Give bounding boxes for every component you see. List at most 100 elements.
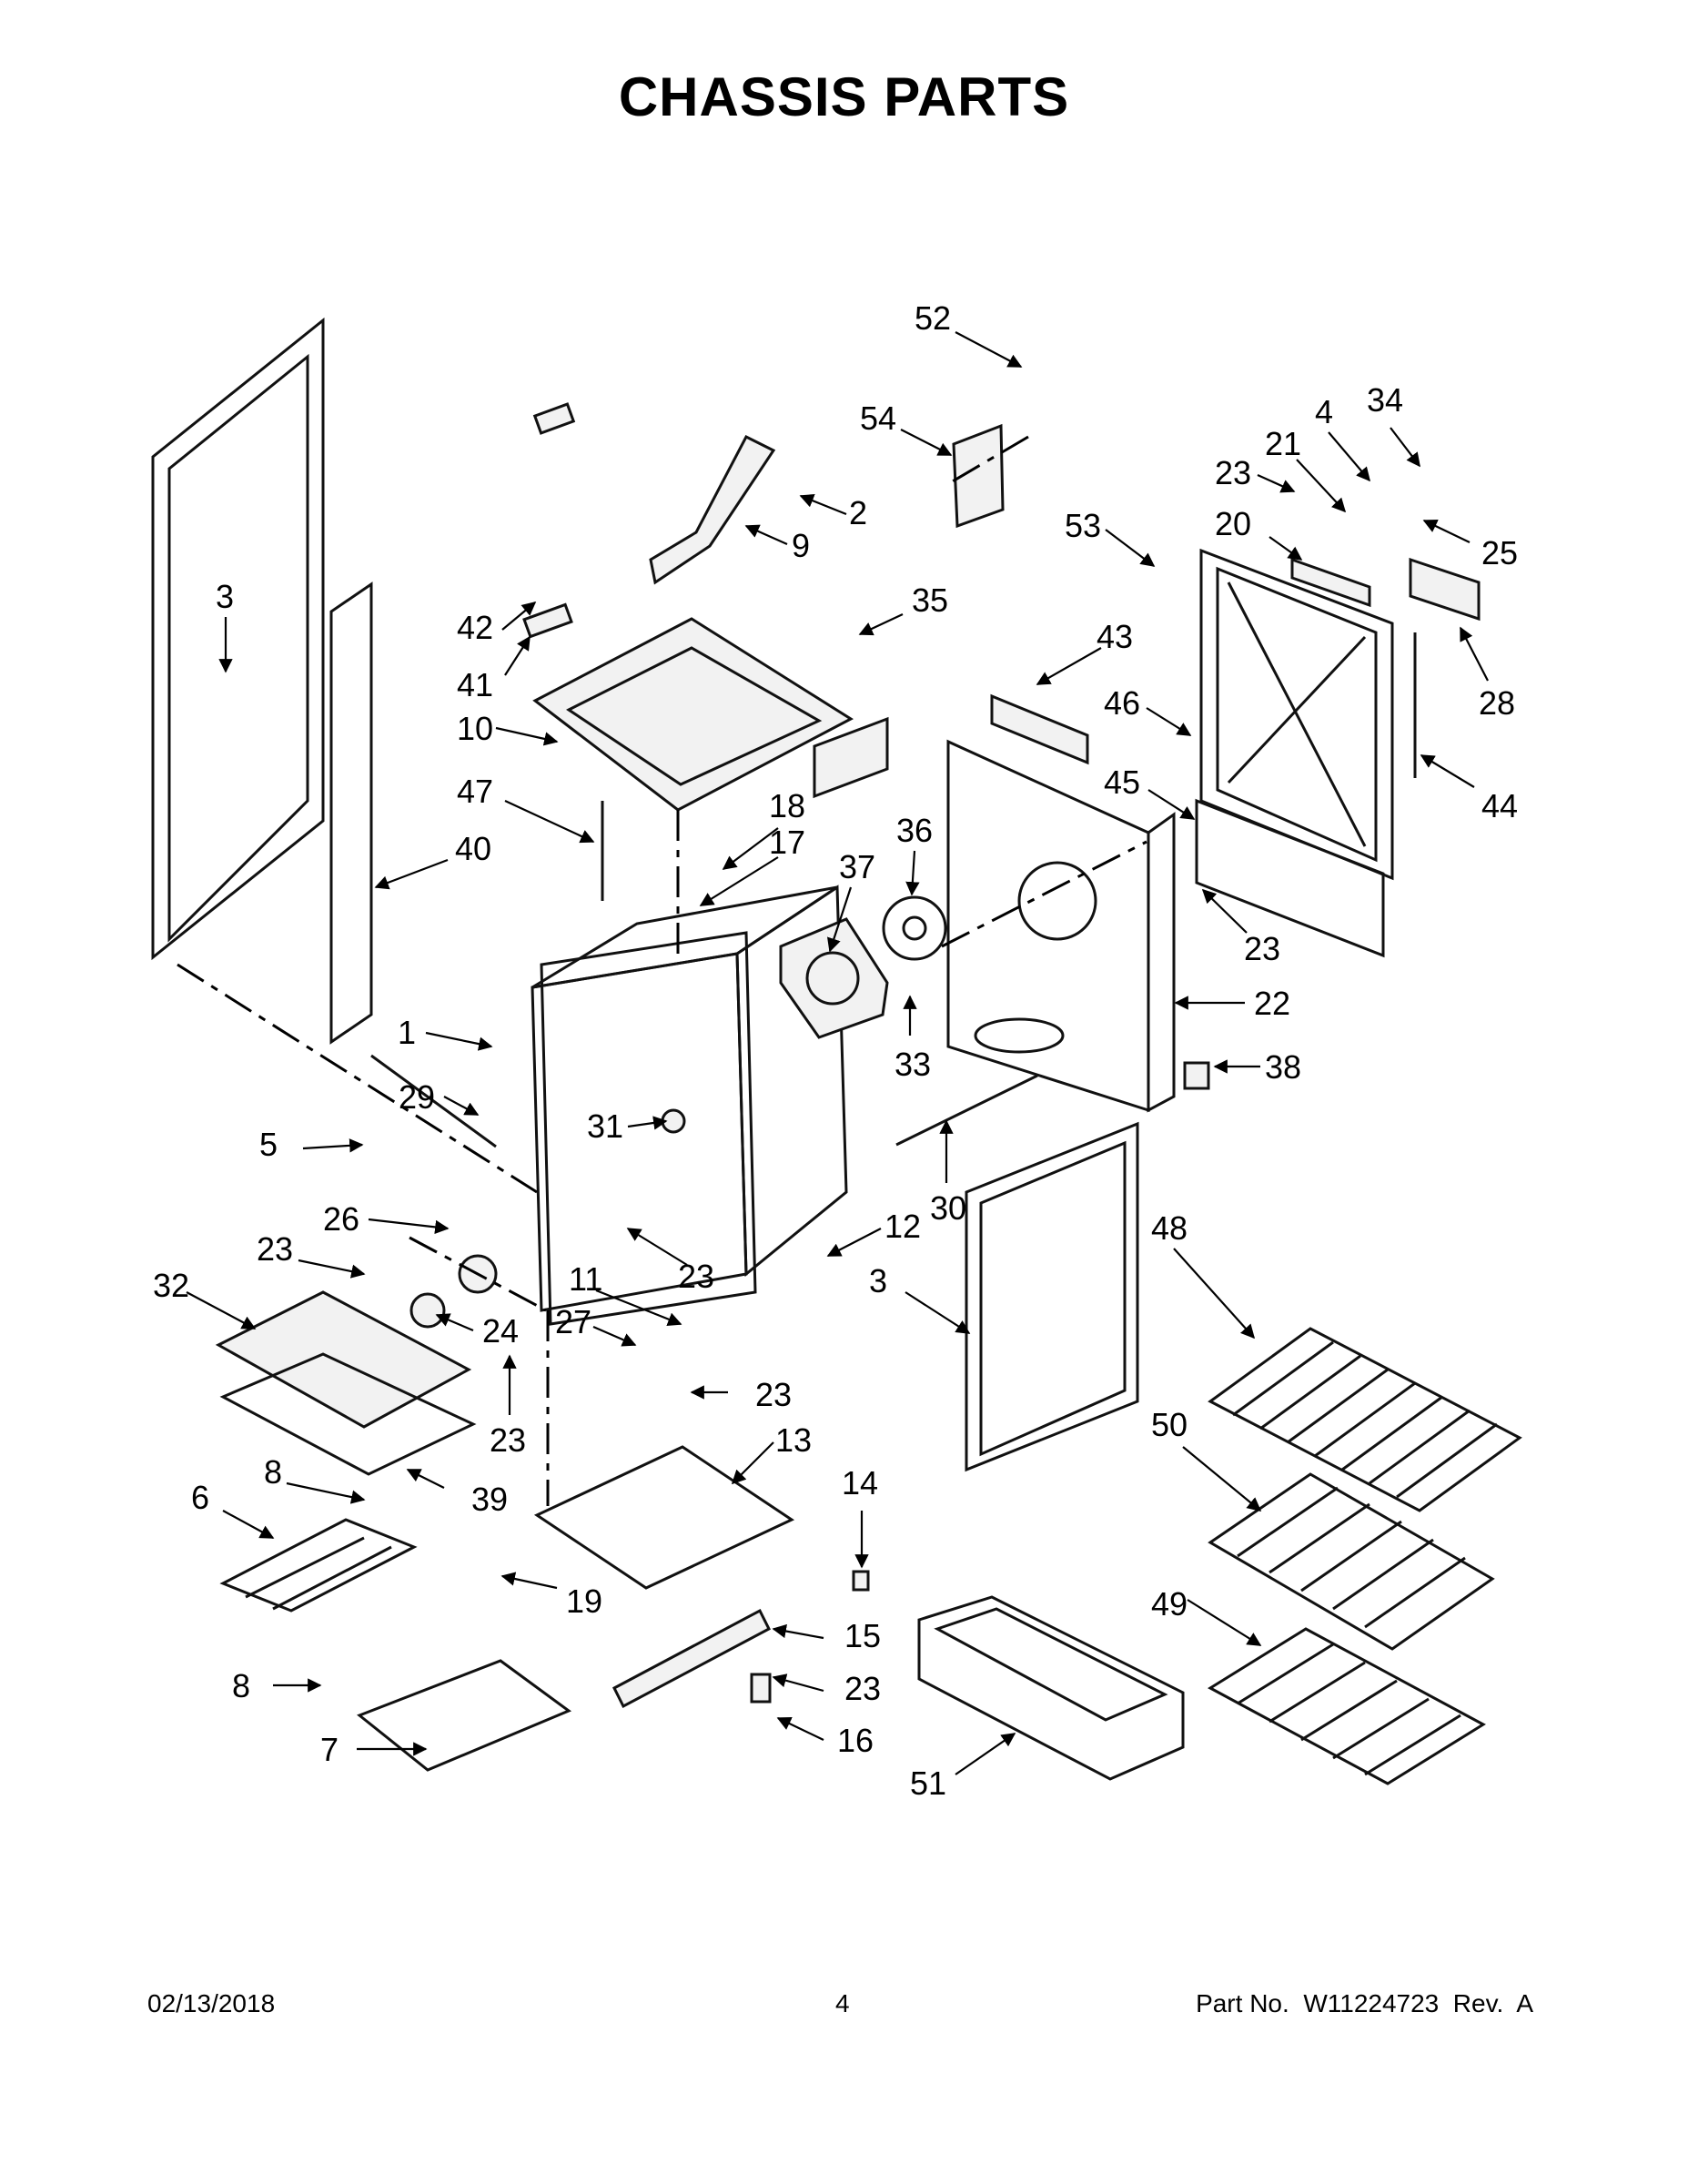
broil-pan-insert-40 (219, 1352, 477, 1476)
bake-element-6 (219, 1518, 418, 1613)
callout-52: 51 (910, 1764, 946, 1802)
bracket-55 (952, 423, 1005, 529)
callout-4: 4 (1315, 393, 1333, 430)
back-cover-cross-a (1227, 581, 1367, 847)
leader-23f (1257, 473, 1296, 493)
callout-39: 38 (1265, 1048, 1301, 1086)
callout-13: 13 (775, 1421, 812, 1459)
leader-49 (1173, 1248, 1256, 1340)
callout-23: 23 (844, 1670, 881, 1707)
rear-panel-hole (1017, 861, 1097, 941)
callout-31: 30 (930, 1189, 966, 1227)
side-panel-left (151, 317, 325, 961)
cooktop-pan-inner (566, 646, 823, 786)
leader-2 (799, 493, 847, 516)
callout-7: 7 (320, 1731, 339, 1768)
callout-41: 40 (455, 830, 491, 867)
callout-32: 31 (587, 1107, 623, 1145)
drawer-52 (917, 1595, 1185, 1781)
rack-51 (1208, 1472, 1495, 1651)
leader-50 (1187, 1599, 1262, 1646)
leader-53 (955, 331, 1023, 368)
leader-23c (626, 1228, 688, 1266)
rack-51-wires (1237, 1486, 1466, 1629)
bracket-42 (522, 602, 573, 639)
callout-17: 17 (769, 824, 805, 861)
leader-21 (1296, 459, 1347, 513)
leader-26 (1422, 520, 1471, 543)
part-shapes (151, 317, 1522, 1785)
leader-46 (1147, 789, 1196, 820)
leader-40 (406, 1469, 445, 1489)
callout-30: 29 (399, 1078, 435, 1116)
callout-37: 36 (896, 812, 933, 849)
callout-15: 15 (844, 1617, 881, 1654)
callout-26: 25 (1481, 534, 1518, 571)
leader-16 (776, 1717, 824, 1741)
callout-55: 54 (860, 399, 896, 437)
callout-5: 5 (259, 1126, 278, 1163)
callout-23: 23 (678, 1258, 714, 1295)
leader-29 (1460, 626, 1489, 682)
leader-54 (1105, 529, 1156, 567)
callout-9: 9 (792, 527, 810, 564)
callout-48: 47 (457, 773, 493, 810)
callout-25: 24 (482, 1312, 519, 1350)
side-panel-left-inner (167, 353, 309, 943)
spring-16 (750, 1673, 772, 1704)
rod-31 (895, 1074, 1038, 1147)
callout-19: 19 (566, 1582, 602, 1620)
callout-45: 44 (1481, 787, 1518, 824)
leader-36 (858, 613, 904, 636)
callout-23: 23 (1244, 930, 1280, 967)
callout-6: 6 (191, 1479, 209, 1516)
callout-33: 32 (153, 1267, 189, 1304)
callout-36: 35 (912, 581, 948, 619)
callout-40: 39 (471, 1481, 508, 1518)
assembly-guide-lines (177, 435, 1147, 1506)
callout-labels: 1 2 3 3 4 5 6 7 8 8 9 10 11 12 13 14 15 … (153, 299, 1518, 1802)
side-panel-right-inner (979, 1140, 1127, 1457)
leader-55 (900, 429, 953, 456)
leader-51 (1182, 1446, 1262, 1512)
leader-23d (772, 1673, 824, 1693)
callout-24: 23 (490, 1421, 526, 1459)
oven-cavity-side (735, 885, 848, 1278)
drawer-52-inner (934, 1607, 1168, 1722)
leader-43 (501, 602, 537, 631)
callout-53: 52 (915, 299, 951, 337)
callout-29: 28 (1479, 684, 1515, 722)
leader-28 (592, 1325, 637, 1347)
fan-cover-38 (779, 917, 889, 1039)
leader-52 (955, 1733, 1016, 1775)
callout-44: 43 (1097, 618, 1133, 655)
side-panel-right (965, 1121, 1139, 1472)
leader-33 (186, 1291, 257, 1330)
clip-14 (852, 1570, 870, 1592)
vent-duct (649, 435, 776, 585)
callout-43: 42 (457, 609, 493, 646)
callout-21: 21 (1265, 425, 1301, 462)
callout-14: 14 (842, 1464, 878, 1502)
leader-8a (286, 1481, 366, 1504)
rack-50 (1208, 1627, 1486, 1785)
callout-8: 8 (264, 1453, 282, 1491)
leader-35 (1390, 427, 1420, 468)
footer-date: 02/13/2018 (147, 1989, 276, 2017)
callout-3: 3 (216, 578, 234, 615)
callout-42: 41 (457, 666, 493, 703)
fan-blade-37 (882, 895, 947, 961)
callout-12: 12 (884, 1208, 921, 1245)
leader-12 (826, 1228, 882, 1257)
leader-17 (699, 856, 779, 906)
page-title: CHASSIS PARTS (618, 66, 1070, 127)
footer-part-number: Part No. W11224723 Rev. A (1196, 1989, 1533, 2017)
leader-48 (504, 800, 595, 844)
plate-29 (1409, 557, 1481, 622)
lower-panel-46 (1195, 798, 1385, 958)
leader-11 (595, 1289, 682, 1327)
bracket-44 (990, 693, 1089, 765)
leader-10 (495, 726, 559, 746)
callout-10: 10 (457, 710, 493, 747)
